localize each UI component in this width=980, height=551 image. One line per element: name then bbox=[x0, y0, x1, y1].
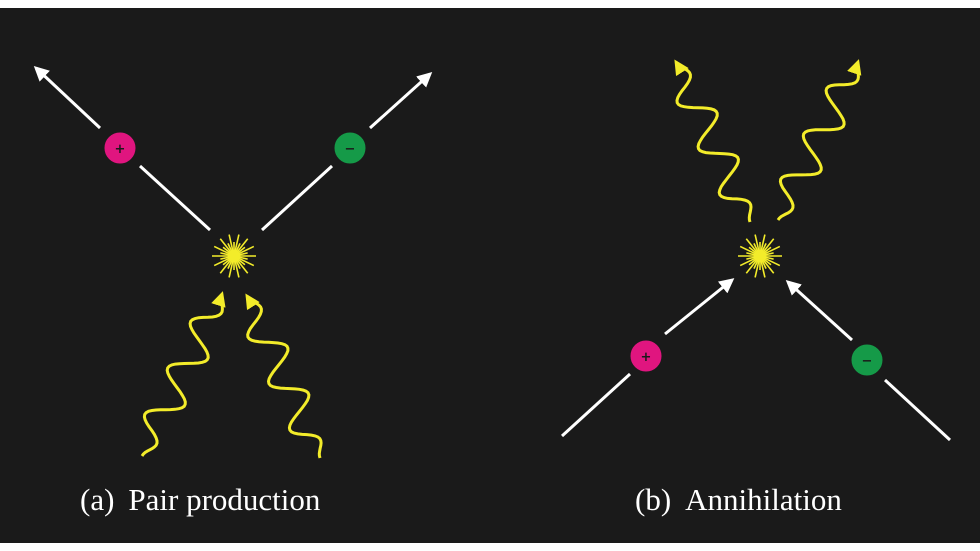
burst-ray bbox=[228, 260, 234, 278]
burst-ray bbox=[761, 260, 767, 269]
photon-a-left bbox=[140, 291, 226, 457]
caption-pair-production: (a) Pair production bbox=[80, 478, 320, 522]
panel-pair-production: + − bbox=[33, 65, 433, 459]
burst-ray bbox=[236, 259, 249, 274]
burst-ray bbox=[235, 260, 241, 269]
burst-core bbox=[754, 250, 766, 262]
panel-annihilation: + − bbox=[560, 59, 952, 442]
burst-ray bbox=[748, 246, 757, 254]
electron-track-b-outer bbox=[883, 378, 952, 442]
positron-a: + bbox=[103, 131, 137, 165]
burst-ray bbox=[234, 260, 240, 278]
burst-ray bbox=[764, 256, 774, 260]
burst-ray bbox=[219, 238, 232, 253]
burst-ray bbox=[238, 256, 248, 260]
vertex-burst-b bbox=[738, 234, 782, 278]
burst-ray bbox=[754, 260, 760, 278]
burst-ray bbox=[760, 234, 766, 252]
positron-track-b-outer bbox=[560, 372, 632, 438]
positron-track-b-inner bbox=[664, 278, 735, 336]
burst-ray bbox=[222, 246, 231, 254]
caption-b-title: Annihilation bbox=[685, 482, 842, 517]
burst-ray bbox=[237, 258, 246, 266]
burst-ray bbox=[760, 260, 766, 278]
burst-ray bbox=[739, 245, 756, 255]
burst-ray bbox=[213, 257, 230, 267]
photon-b-left bbox=[674, 59, 753, 223]
electron-track-b-inner bbox=[785, 279, 854, 342]
positron-track-a-inner bbox=[138, 164, 212, 232]
burst-ray bbox=[746, 252, 756, 256]
burst-ray bbox=[213, 245, 230, 255]
positron-a-symbol: + bbox=[115, 142, 126, 157]
caption-b-label: (b) bbox=[635, 482, 672, 517]
burst-ray bbox=[237, 246, 246, 254]
burst-ray bbox=[238, 252, 248, 256]
burst-ray bbox=[764, 245, 781, 255]
burst-ray bbox=[234, 234, 240, 252]
burst-core bbox=[228, 250, 240, 262]
positron-b-symbol: + bbox=[641, 350, 652, 365]
burst-ray bbox=[739, 257, 756, 267]
burst-ray bbox=[748, 258, 757, 266]
electron-b: − bbox=[850, 343, 884, 377]
caption-annihilation: (b) Annihilation bbox=[635, 478, 842, 522]
photon-b-right bbox=[776, 59, 862, 221]
burst-ray bbox=[763, 258, 772, 266]
electron-b-symbol: − bbox=[862, 354, 873, 369]
positron-track-a-outer bbox=[33, 65, 102, 130]
photon-a-right bbox=[245, 293, 323, 459]
burst-ray bbox=[228, 234, 234, 252]
burst-ray bbox=[762, 259, 775, 274]
electron-track-a-outer bbox=[368, 71, 433, 130]
diagram-background bbox=[0, 8, 980, 543]
burst-ray bbox=[754, 234, 760, 252]
burst-ray bbox=[238, 245, 255, 255]
electron-a: − bbox=[333, 131, 367, 165]
burst-ray bbox=[745, 259, 758, 274]
burst-ray bbox=[227, 243, 233, 252]
burst-ray bbox=[235, 243, 241, 252]
burst-ray bbox=[238, 257, 255, 267]
electron-a-symbol: − bbox=[345, 142, 356, 157]
burst-ray bbox=[753, 243, 759, 252]
burst-ray bbox=[220, 256, 230, 260]
vertex-burst-a bbox=[212, 234, 256, 278]
caption-a-title: Pair production bbox=[128, 482, 321, 517]
burst-ray bbox=[764, 257, 781, 267]
burst-ray bbox=[764, 252, 774, 256]
burst-ray bbox=[763, 246, 772, 254]
burst-ray bbox=[219, 259, 232, 274]
burst-ray bbox=[753, 260, 759, 269]
burst-ray bbox=[761, 243, 767, 252]
burst-ray bbox=[745, 238, 758, 253]
caption-a-label: (a) bbox=[80, 482, 115, 517]
burst-ray bbox=[222, 258, 231, 266]
burst-ray bbox=[220, 252, 230, 256]
burst-ray bbox=[746, 256, 756, 260]
burst-ray bbox=[227, 260, 233, 269]
positron-b: + bbox=[629, 339, 663, 373]
electron-track-a-inner bbox=[260, 164, 334, 232]
burst-ray bbox=[236, 238, 249, 253]
burst-ray bbox=[762, 238, 775, 253]
